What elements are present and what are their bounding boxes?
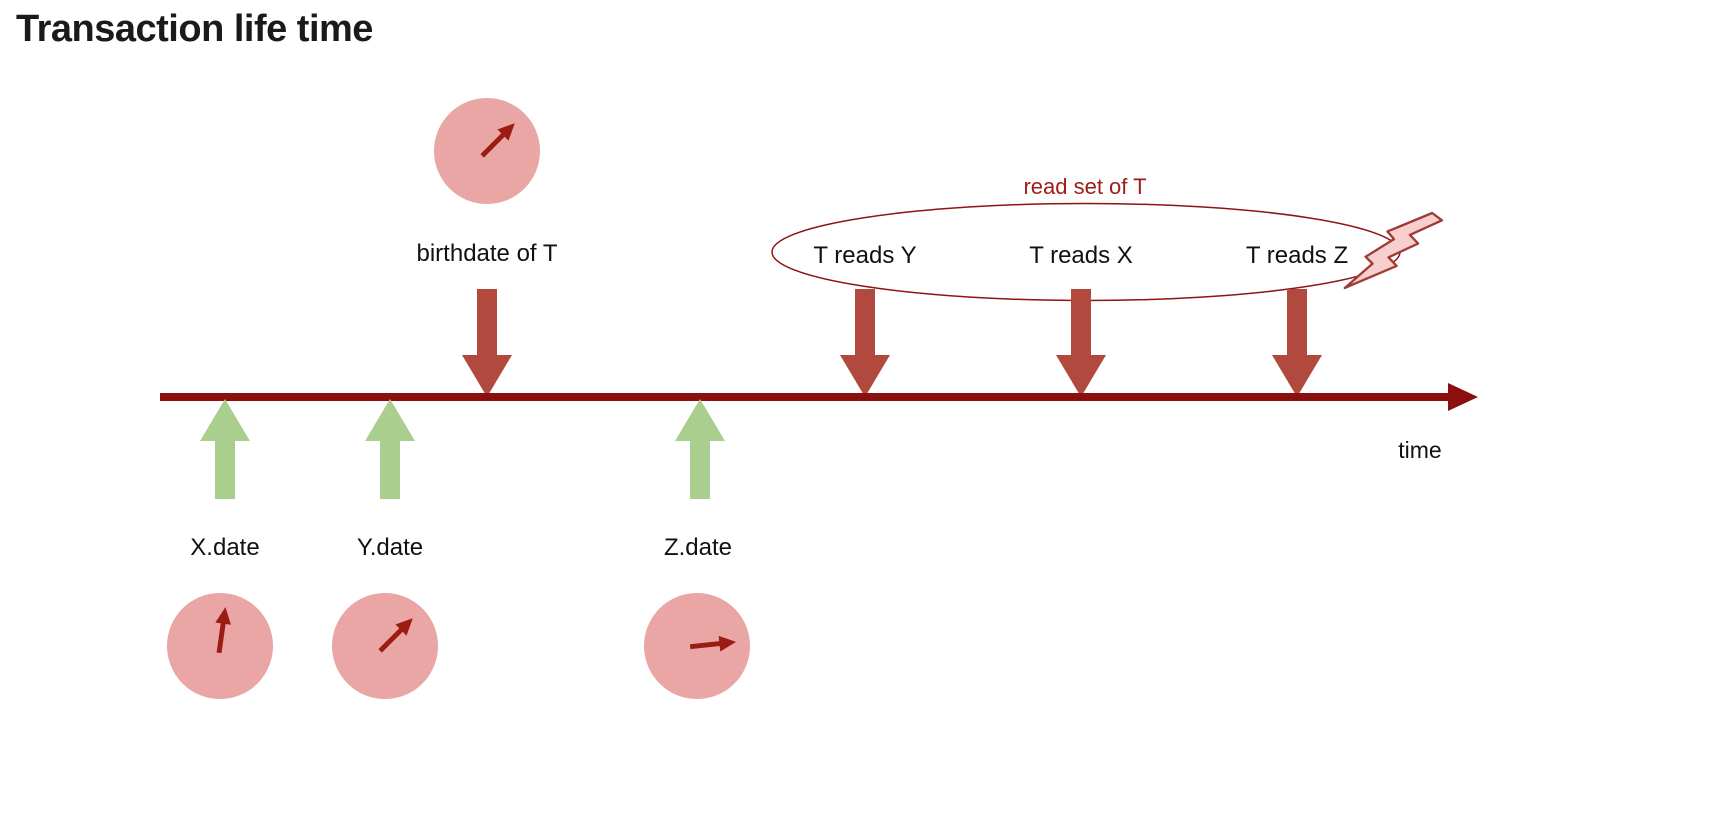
read-event-label-y: T reads Y [813,242,917,269]
timeline-axis [160,393,1452,401]
timeline-arrowhead-icon [1448,383,1478,411]
transaction-clock-icon [433,97,541,205]
birthdate-label: birthdate of T [416,240,558,267]
y-date-clock-icon [331,592,439,700]
read-event-label-x: T reads X [1029,242,1133,269]
read-z-arrow-icon [1272,289,1322,397]
read-y-arrow-icon [840,289,890,397]
read-set-label: read set of T [1023,174,1147,199]
x-date-arrow-icon [200,399,250,499]
birthdate-arrow-icon [462,289,512,397]
z-date-arrow-icon [675,399,725,499]
x-date-clock-icon [166,592,274,700]
lightning-icon [1343,211,1444,290]
z-date-label: Z.date [663,534,733,561]
read-event-label-z: T reads Z [1245,242,1349,269]
y-date-arrow-icon [365,399,415,499]
time-label: time [1398,437,1442,463]
z-date-clock-icon [643,592,751,700]
y-date-label: Y.date [356,534,424,561]
read-x-arrow-icon [1056,289,1106,397]
page-title: Transaction life time [16,8,373,50]
x-date-label: X.date [190,534,260,561]
